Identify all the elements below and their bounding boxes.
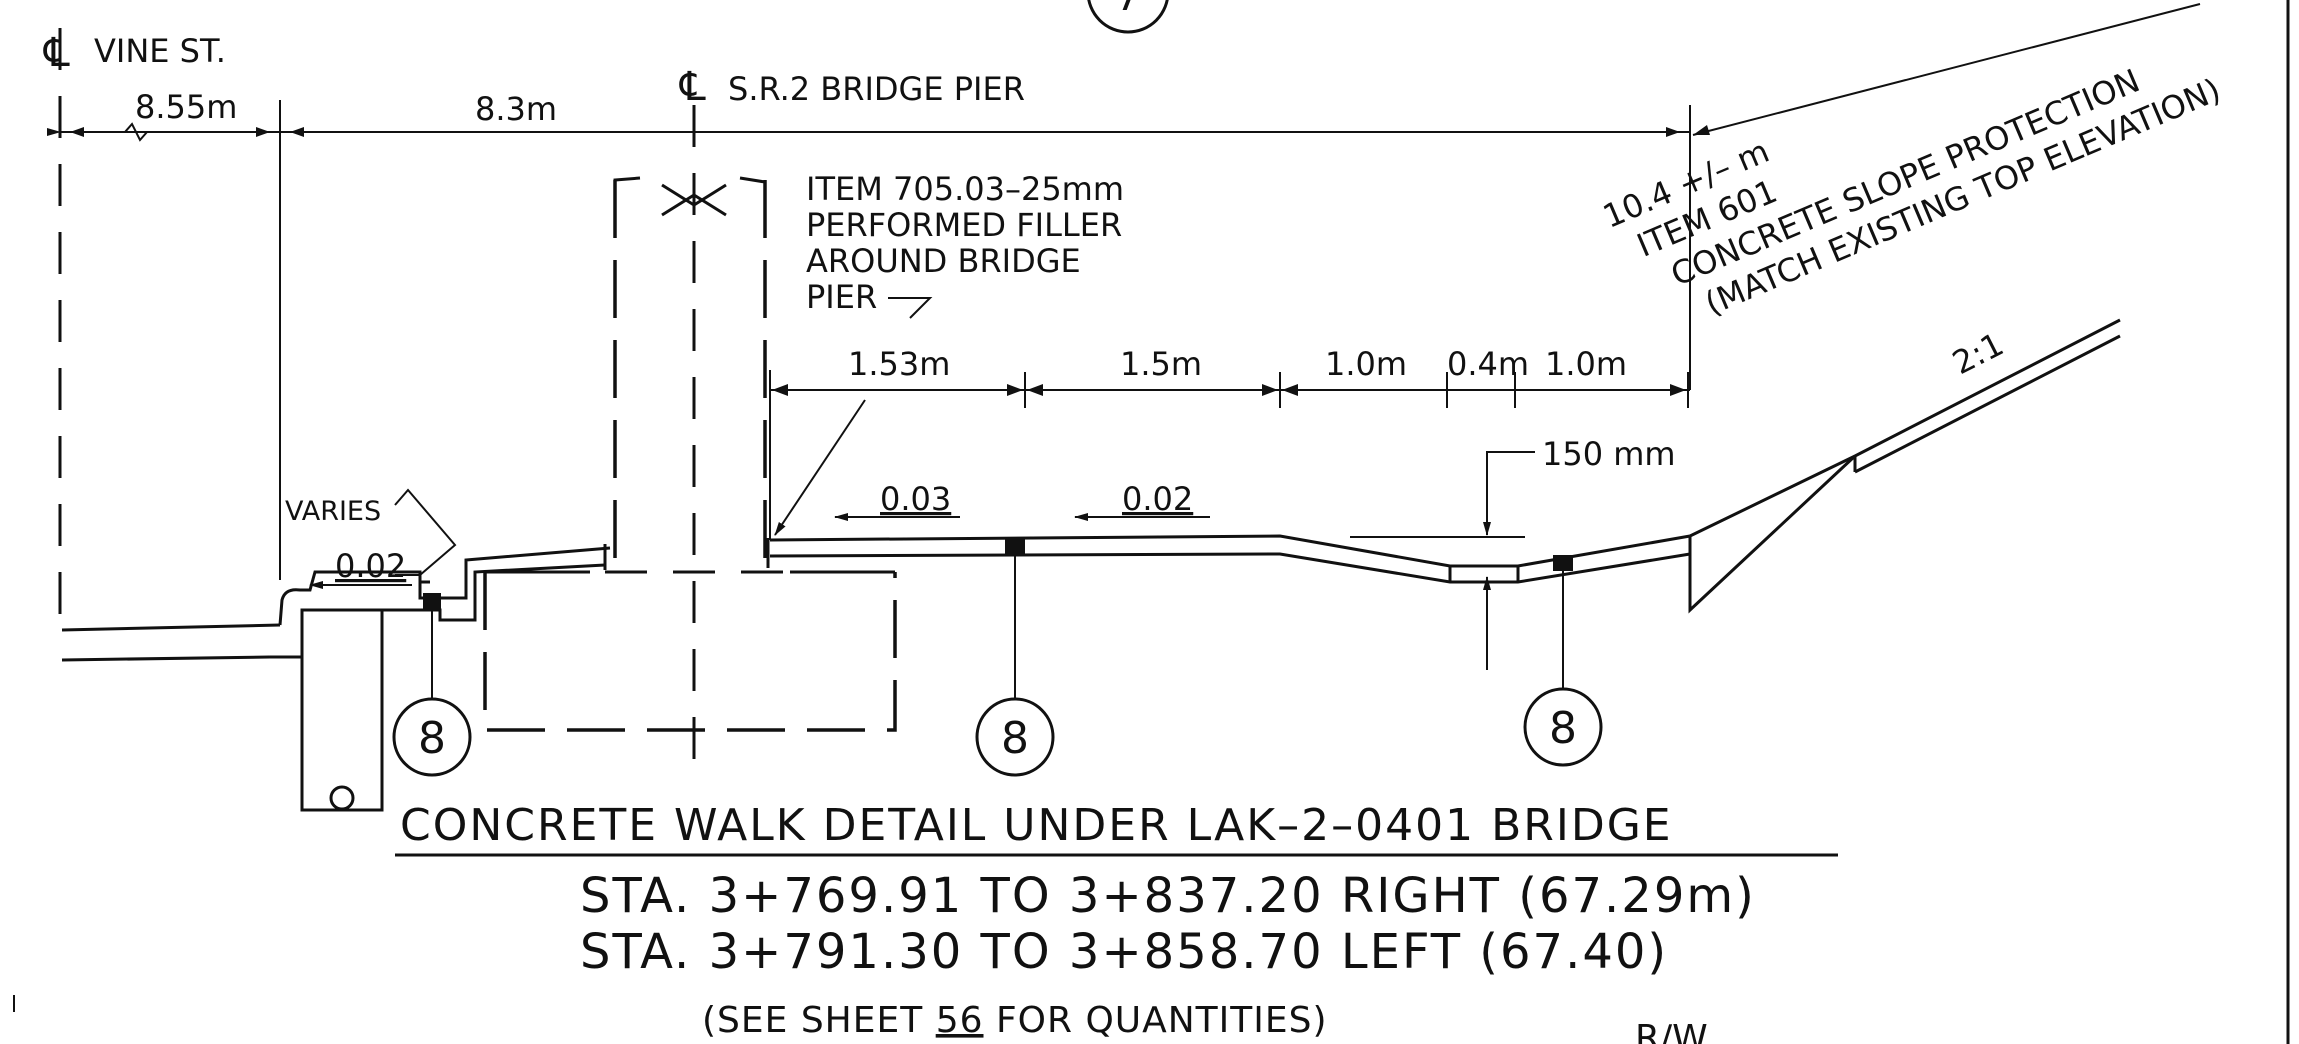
callout-8-left-label: 8 [418, 713, 446, 764]
item-705-line-4: PIER [806, 278, 877, 316]
slope-indicators: 0.03 0.02 0.02 [309, 480, 1210, 589]
walk-dimension-chain: 1.53m 1.5m 1.0m 0.4m 1.0m [769, 345, 1690, 540]
slope-protection-note: 10.4 +/– m ITEM 601 CONCRETE SLOPE PROTE… [1597, 3, 2226, 323]
dim-1-5: 1.5m [1120, 345, 1202, 383]
centerline-symbol: ℄ [43, 30, 70, 76]
detail-title: CONCRETE WALK DETAIL UNDER LAK–2–0401 BR… [400, 800, 1673, 851]
slope-note-line-4: (MATCH EXISTING TOP ELEVATION) [1699, 71, 2226, 323]
dim-0-4: 0.4m [1447, 345, 1529, 383]
varies-label: VARIES [285, 496, 381, 527]
item-705-line-1: ITEM 705.03–25mm [806, 170, 1124, 208]
callout-7-label: 7 [1115, 0, 1140, 20]
rw-label: R/W [1635, 1018, 1708, 1044]
centerline-bridge-pier: ℄ S.R.2 BRIDGE PIER [679, 64, 1025, 765]
item-705-note: ITEM 705.03–25mm PERFORMED FILLER AROUND… [774, 170, 1124, 536]
dim-8-55: 8.55m [135, 88, 237, 126]
detail-title-block: CONCRETE WALK DETAIL UNDER LAK–2–0401 BR… [395, 800, 1838, 1044]
bridge-pier-outline [483, 176, 897, 732]
centerline-vine-st: ℄ VINE ST. [43, 28, 226, 620]
dim-1-0-b: 1.0m [1545, 345, 1627, 383]
dim-1-53: 1.53m [848, 345, 950, 383]
slope-ratio-label: 2:1 [1946, 325, 2009, 382]
thickness-label: 150 mm [1542, 435, 1676, 473]
item-705-line-2: PERFORMED FILLER [806, 206, 1122, 244]
top-dimension-line: 8.55m 8.3m [47, 88, 1691, 580]
callout-8-right: 8 [1523, 571, 1603, 767]
callout-8-right-label: 8 [1549, 703, 1577, 754]
sheet-number: 56 [936, 1000, 984, 1041]
item-705-line-3: AROUND BRIDGE [806, 242, 1081, 280]
station-range-right: STA. 3+769.91 TO 3+837.20 RIGHT (67.29m) [580, 868, 1756, 924]
slope-0-02-mid: 0.02 [1122, 480, 1193, 518]
slope-0-02-left: 0.02 [335, 547, 406, 585]
station-range-left: STA. 3+791.30 TO 3+858.70 LEFT (67.40) [580, 924, 1668, 980]
thickness-callout: 150 mm [1350, 435, 1676, 670]
dim-1-0-a: 1.0m [1325, 345, 1407, 383]
quantities-note: (SEE SHEET 56 FOR QUANTITIES) [702, 1000, 1328, 1041]
dim-8-3: 8.3m [475, 90, 557, 128]
varies-callout: VARIES [285, 488, 457, 576]
callout-8-mid: 8 [975, 555, 1055, 777]
callout-8-mid-label: 8 [1001, 713, 1029, 764]
bridge-pier-label: S.R.2 BRIDGE PIER [728, 70, 1025, 108]
centerline-symbol-pier: ℄ [679, 64, 706, 110]
slope-0-03: 0.03 [880, 480, 951, 518]
vine-st-label: VINE ST. [94, 32, 226, 70]
callout-8-left: 8 [392, 610, 472, 777]
callout-7: 7 [1087, 0, 1169, 34]
